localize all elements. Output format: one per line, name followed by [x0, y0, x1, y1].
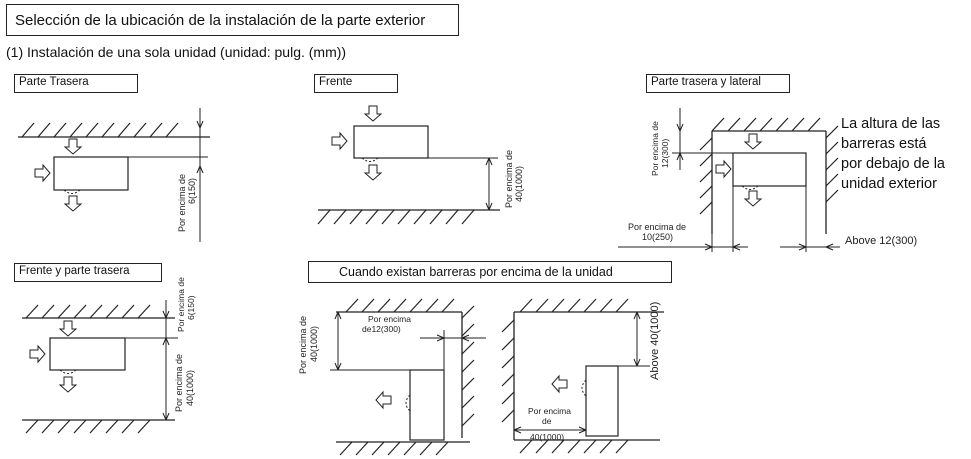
fan-outline — [361, 157, 379, 162]
fan-outline — [59, 369, 77, 374]
side-wall-hatch — [825, 125, 839, 203]
airflow-out-arrow-icon — [375, 391, 392, 409]
dimension-arrow-icon — [436, 334, 445, 342]
label-rear: Parte Trasera — [14, 74, 138, 93]
dimension-label: Por encima de 40(1000) — [174, 351, 195, 412]
airflow-in-arrow-icon — [364, 105, 382, 122]
airflow-out-arrow-icon — [551, 375, 568, 393]
outdoor-unit — [732, 152, 807, 187]
fan-outline — [741, 185, 759, 190]
dimension-label: Por encima de12(300) — [362, 314, 413, 334]
dimension-arrow-icon — [485, 202, 493, 211]
outdoor-unit — [353, 125, 429, 159]
label-barriers-above: Cuando existan barreras por encima de la… — [308, 261, 672, 283]
outdoor-unit — [585, 365, 619, 437]
side-wall-hatch — [461, 305, 475, 427]
note-line: por debajo de la — [841, 156, 945, 172]
label-front-rear: Frente y parte trasera — [14, 263, 162, 282]
dimension-arrow-icon — [633, 358, 641, 367]
dimension-arrow-icon — [461, 334, 470, 342]
airflow-in-arrow-icon — [744, 133, 762, 150]
dimension-label: Por encima de 12(300) — [650, 119, 670, 176]
outdoor-unit — [49, 337, 126, 371]
page-subtitle: (1) Instalación de una sola unidad (unid… — [6, 44, 347, 60]
airflow-in-arrow-icon — [34, 164, 51, 182]
ceiling-hatch — [345, 298, 455, 313]
dimension-label: Por encima de 6(150) — [177, 171, 197, 232]
fan-outline — [581, 379, 587, 397]
wall-hatch — [711, 117, 821, 132]
dimension-arrow-icon — [798, 243, 807, 251]
airflow-in-arrow-icon — [29, 345, 46, 363]
rear-side-diagram: Por encima de 12(300) Por encima de 10(2… — [618, 108, 917, 252]
airflow-in-arrow-icon — [331, 132, 348, 150]
dimension-arrow-icon — [676, 152, 684, 161]
outdoor-unit — [409, 369, 445, 441]
dimension-arrow-icon — [704, 243, 713, 251]
ground-hatch — [25, 419, 151, 434]
dimension-label: Above 40(1000) — [649, 302, 661, 380]
dimension-arrow-icon — [334, 362, 342, 371]
ground-hatch — [519, 439, 629, 454]
wall-hatch — [25, 304, 151, 319]
side-wall-hatch — [501, 319, 515, 423]
dimension-arrow-icon — [513, 426, 522, 434]
note-line: barreras está — [841, 136, 927, 152]
label-front: Frente — [314, 74, 398, 93]
dimension-arrow-icon — [676, 123, 684, 132]
dimension-label: Por encima de 40(1000) — [298, 313, 319, 374]
dimension-arrow-icon — [196, 165, 204, 174]
airflow-out-arrow-icon — [744, 190, 762, 207]
ceiling-hatch — [519, 298, 629, 313]
label-rear-side: Parte trasera y lateral — [646, 74, 790, 93]
dimension-arrow-icon — [485, 157, 493, 166]
outdoor-unit — [53, 156, 129, 191]
front-rear-diagram: Por encima de 6(150) Por encima de 40(10… — [22, 275, 196, 434]
dimension-arrow-icon — [162, 337, 170, 346]
airflow-in-arrow-icon — [715, 160, 732, 178]
dimension-arrow-icon — [196, 120, 204, 129]
dimension-arrow-icon — [633, 311, 641, 320]
barriers-above-right-diagram: Above 40(1000) Por encima de 40(1000) — [501, 298, 664, 454]
dimension-arrow-icon — [162, 310, 170, 319]
dimension-label: Por encima de 40(1000) — [504, 147, 524, 208]
fan-outline — [63, 189, 81, 194]
rear-diagram: Por encima de 6(150) — [18, 108, 210, 242]
page-title: Selección de la ubicación de la instalac… — [6, 4, 459, 36]
dimension-arrow-icon — [162, 412, 170, 421]
note-line: La altura de las — [841, 116, 941, 132]
dimension-arrow-icon — [578, 426, 587, 434]
ground-hatch — [317, 209, 475, 225]
ground-hatch — [339, 441, 449, 456]
dimension-arrow-icon — [334, 311, 342, 320]
front-diagram: Por encima de 40(1000) — [317, 105, 524, 225]
airflow-in-arrow-icon — [59, 320, 77, 337]
dimension-label: Above 12(300) — [845, 235, 917, 247]
dimension-arrow-icon — [825, 243, 834, 251]
note-line: unidad exterior — [841, 176, 937, 192]
side-wall-hatch — [699, 137, 713, 215]
barrier-height-note: La altura de las barreras está por debaj… — [841, 114, 945, 194]
airflow-out-arrow-icon — [64, 195, 82, 212]
dimension-label: Por encima de 40(1000) — [528, 406, 573, 442]
dimension-arrow-icon — [732, 243, 741, 251]
barriers-above-left-diagram: Por encima de 40(1000) Por encima de12(3… — [298, 298, 486, 456]
fan-outline — [405, 394, 411, 412]
dimension-label: Por encima de 10(250) — [628, 222, 689, 242]
wall-hatch — [21, 122, 179, 138]
airflow-out-arrow-icon — [364, 164, 382, 181]
airflow-in-arrow-icon — [64, 138, 82, 155]
dimension-label: Por encima de 6(150) — [176, 275, 196, 332]
airflow-out-arrow-icon — [59, 376, 77, 393]
